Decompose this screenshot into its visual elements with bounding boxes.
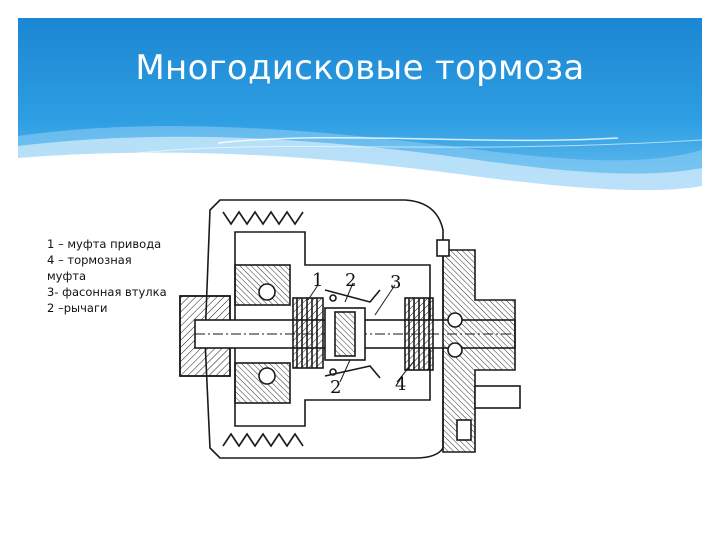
clutch-disc-pack-1 (292, 297, 324, 369)
brake-disc-pack-4 (404, 297, 434, 371)
diagram-label-2-top: 2 (345, 270, 356, 291)
legend-line: 2 –рычаги (47, 301, 108, 315)
legend-text: 1 – муфта привода 4 – тормозная муфта 3-… (47, 236, 177, 316)
diagram-label-1: 1 (312, 270, 323, 291)
slide-title: Многодисковые тормоза (135, 48, 585, 88)
lever-top (324, 289, 381, 303)
legend-line: 1 – муфта привода (47, 237, 162, 251)
legend-line: 3- фасонная втулка (47, 285, 167, 299)
title-banner (18, 18, 702, 208)
banner-background (18, 18, 702, 208)
legend-line: 4 – тормозная (47, 253, 132, 267)
lever-bottom (324, 365, 381, 379)
diagram-label-2-bottom: 2 (330, 377, 341, 398)
diagram-label-4: 4 (395, 374, 406, 395)
diagram-label-3: 3 (390, 272, 401, 293)
legend-line: муфта (47, 269, 87, 283)
brake-cross-section-drawing: 1 2 3 2 4 (179, 199, 521, 459)
pulley-grooves-top (222, 210, 304, 226)
pulley-grooves-bottom (222, 432, 304, 448)
